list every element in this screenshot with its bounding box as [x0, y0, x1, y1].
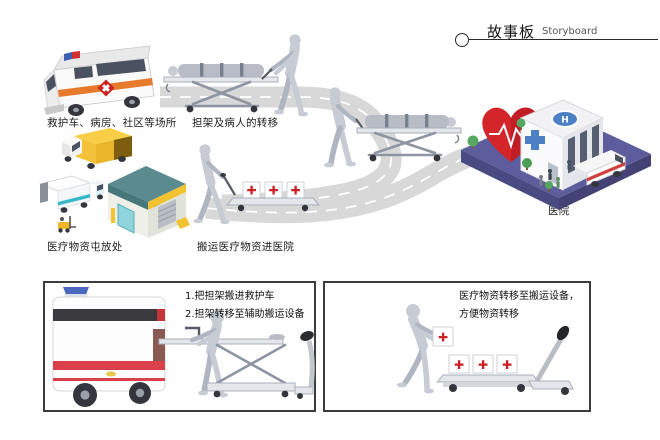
stretcher-transfer-illustration	[163, 34, 308, 117]
panel-right-line1: 医疗物资转移至搬运设备，	[459, 291, 579, 302]
blue-cross-icon	[525, 130, 545, 150]
flat-trolley: ✚ ✚ ✚	[435, 354, 541, 392]
page-subtitle: Storyboard	[542, 26, 598, 37]
caption-ambulance: 救护车、病房、社区等场所	[47, 117, 177, 129]
scissor-lift-trolley	[206, 343, 296, 398]
helipad	[551, 110, 579, 128]
forklift	[58, 216, 76, 233]
panel-right-line2: 方便物资转移	[459, 309, 519, 320]
lightbar-red	[72, 51, 80, 59]
flat-trolley: ✚ ✚ ✚	[225, 181, 321, 212]
patient-head	[168, 66, 178, 76]
attendant-figure	[261, 34, 308, 117]
supply-depot-illustration	[38, 128, 190, 238]
red-emblem	[97, 79, 115, 97]
hospital-building: H	[519, 99, 605, 191]
ambulance-van	[43, 45, 155, 116]
tiny-people	[539, 160, 571, 188]
panel-stretcher-loading: 1.把担架搬进救护车 2.担架转移至辅助搬运设备	[43, 281, 316, 412]
loader-figure	[189, 310, 228, 398]
medical-cross-icon: ✚	[454, 358, 464, 372]
header-bullet-circle	[455, 33, 469, 47]
panel-left-illustration	[52, 287, 315, 407]
panel-left-line2: 2.担架转移至辅助搬运设备	[185, 309, 305, 320]
medical-cross-icon: ✚	[478, 358, 488, 372]
panel-left-text: 1.把担架搬进救护车 2.担架转移至辅助搬运设备	[185, 288, 305, 324]
porter-figure	[193, 144, 236, 225]
stretcher-with-patient	[356, 114, 462, 162]
stretcher-with-patient	[163, 63, 279, 113]
hospital-ambulance	[573, 150, 626, 187]
header-rule-line	[469, 39, 658, 41]
ambulance-illustration	[43, 45, 155, 116]
pallet-jack-handle	[528, 325, 574, 395]
supply-trolley-illustration: ✚ ✚ ✚	[193, 144, 321, 225]
handle-cart	[294, 331, 315, 399]
stretcher-sliding-in	[158, 326, 285, 345]
carried-supply-box: ✚	[432, 326, 454, 347]
carrier-figure	[397, 304, 440, 394]
page-title: 故事板	[487, 23, 536, 41]
warehouse-sign	[148, 184, 186, 210]
medical-cross-icon: ✚	[290, 184, 300, 198]
caption-hospital: 医院	[548, 205, 570, 217]
medical-cross-icon: ✚	[438, 331, 448, 345]
hospital-illustration: H	[461, 99, 651, 210]
stretcher-on-road-illustration	[324, 87, 462, 168]
ambulance-rear-view	[52, 287, 166, 407]
white-truck	[38, 175, 104, 213]
caption-stretcher-transfer: 担架及病人的转移	[192, 117, 279, 129]
medical-cross-icon: ✚	[246, 184, 256, 198]
warehouse-building	[108, 166, 190, 238]
lightbar-blue	[64, 52, 72, 61]
caption-carry-supplies: 搬运医疗物资进医院	[197, 241, 295, 253]
attendant-figure	[324, 87, 365, 168]
panel-right-illustration: ✚ ✚ ✚ ✚	[397, 304, 574, 395]
trees	[467, 118, 553, 192]
medical-cross-icon: ✚	[502, 358, 512, 372]
medical-cross-icon: ✚	[268, 184, 278, 198]
caption-supply-depot: 医疗物资屯放处	[47, 241, 123, 253]
windshield	[46, 74, 56, 92]
yellow-truck	[62, 128, 132, 169]
panel-left-line1: 1.把担架搬进救护车	[185, 291, 275, 302]
panel-supply-transfer: ✚ ✚ ✚ ✚ 医疗物资转移至搬运设备， 方便物资转移	[323, 281, 591, 412]
panel-right-text: 医疗物资转移至搬运设备， 方便物资转移	[459, 288, 579, 324]
helipad-letter: H	[561, 116, 569, 126]
